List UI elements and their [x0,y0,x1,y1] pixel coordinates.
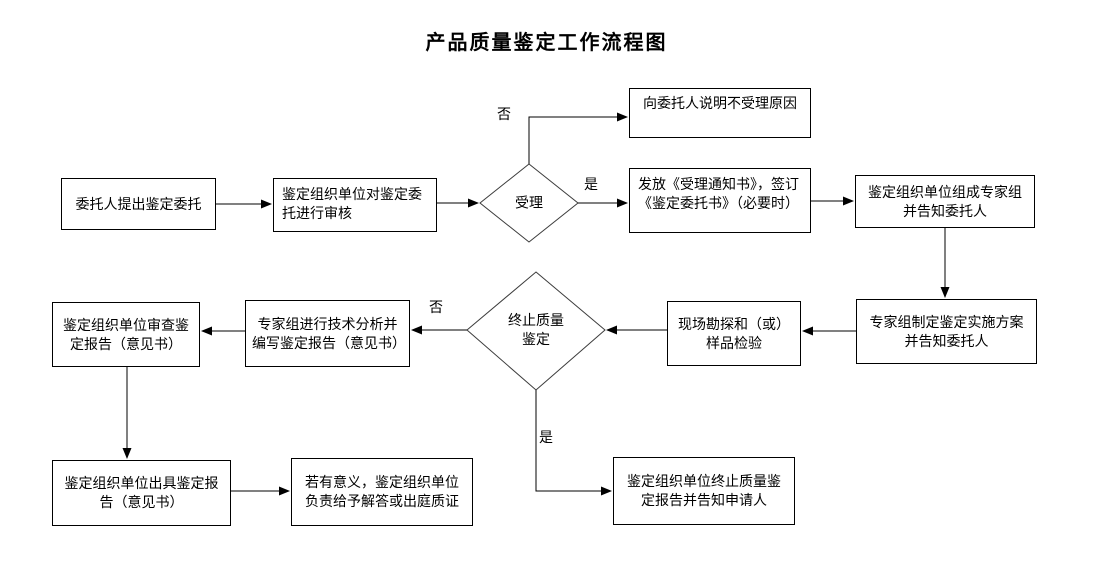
decision-terminate-label: 终止质量 鉴定 [508,312,564,347]
branch-label-accept-no: 否 [497,106,511,122]
node-review: 鉴定组织单位对鉴定委 托进行审核 [273,178,437,232]
branch-label-terminate-no: 否 [429,299,443,315]
node-form-expert-panel: 鉴定组织单位组成专家组 并告知委托人 [855,175,1035,228]
node-audit-report: 鉴定组织单位审查鉴 定报告（意见书） [52,302,200,367]
node-make-plan: 专家组制定鉴定实施方案 并告知委托人 [856,299,1037,364]
node-issue-report: 鉴定组织单位出具鉴定报 告（意见书） [52,460,231,526]
node-site-survey: 现场勘探和（或） 样品检验 [667,301,801,366]
decision-accept-label: 受理 [515,194,543,211]
node-explain-rejection: 向委托人说明不受理原因 [629,88,811,138]
edge-terminate-yes-to-notify [535,390,612,496]
node-answer-testify: 若有意义，鉴定组织单位 负责给予解答或出庭质证 [291,458,473,526]
decision-accept-shape [479,163,579,243]
page-title: 产品质量鉴定工作流程图 [425,32,668,54]
node-tech-analysis: 专家组进行技术分析并 编写鉴定报告（意见书） [245,300,410,367]
node-issue-notice: 发放《受理通知书》，签订 《鉴定委托书》（必要时） [629,168,811,233]
branch-label-terminate-yes: 是 [539,429,553,445]
node-entrust: 委托人提出鉴定委托 [61,178,216,230]
branch-label-accept-yes: 是 [584,176,598,192]
node-terminate-notify: 鉴定组织单位终止质量鉴 定报告并告知申请人 [613,457,795,525]
edge-accept-no-to-explain [528,112,628,164]
